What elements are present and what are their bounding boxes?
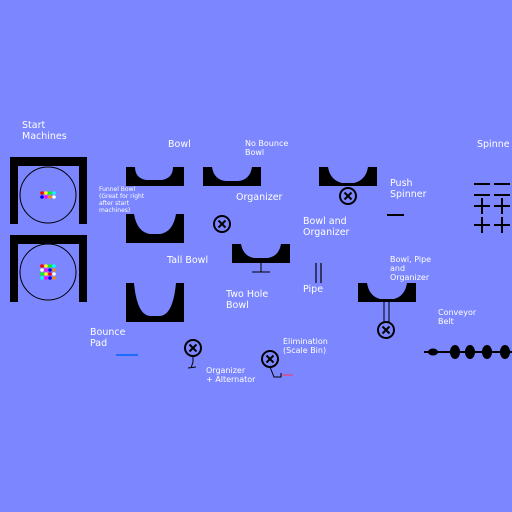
ball [48, 268, 52, 272]
funnel-bowl-part[interactable] [126, 214, 184, 243]
ball [44, 268, 48, 272]
label-bowl-and-organizer: Bowl and Organizer [303, 216, 350, 238]
ball [52, 191, 56, 195]
start-machine-2-balls [40, 264, 56, 280]
ball [40, 268, 44, 272]
label-no-bounce-bowl: No Bounce Bowl [245, 139, 289, 157]
start-machine-1-balls [40, 191, 56, 199]
label-bowl-pipe-organizer: Bowl, Pipe and Organizer [390, 255, 432, 282]
ball [44, 195, 48, 199]
bowl-pipe-organizer-part[interactable] [358, 283, 416, 302]
spinner-parts[interactable] [474, 183, 510, 233]
no-bounce-bowl-part[interactable] [203, 167, 261, 186]
label-start-machines: Start Machines [22, 120, 67, 142]
label-push-spinner: Push Spinner [390, 178, 427, 200]
ball [48, 276, 52, 280]
ball [48, 264, 52, 268]
bowl-part[interactable] [126, 167, 184, 186]
start-machine-2[interactable] [10, 235, 87, 302]
ball [40, 191, 44, 195]
ball [52, 264, 56, 268]
ball [44, 276, 48, 280]
ball [52, 276, 56, 280]
label-two-hole-bowl: Two Hole Bowl [226, 289, 269, 311]
ball [40, 272, 44, 276]
elimination-part[interactable] [261, 350, 293, 378]
conveyor-belt-part[interactable] [424, 345, 512, 359]
ball [44, 272, 48, 276]
start-machine-1[interactable] [10, 157, 87, 224]
ball [48, 195, 52, 199]
label-pipe: Pipe [303, 284, 324, 295]
ball [48, 191, 52, 195]
label-tall-bowl: Tall Bowl [167, 255, 209, 266]
label-elimination: Elimination (Scale Bin) [283, 337, 328, 355]
bowl-and-organizer-organizer [339, 187, 357, 205]
organizer-alternator-part[interactable] [184, 339, 202, 369]
label-bowl: Bowl [168, 139, 191, 150]
ball [44, 264, 48, 268]
bpo-pipe [383, 302, 390, 322]
label-bounce-pad: Bounce Pad [90, 327, 126, 349]
ball [40, 264, 44, 268]
ball [52, 268, 56, 272]
ball [40, 276, 44, 280]
organizer-part[interactable] [213, 215, 231, 233]
bowl-and-organizer-part[interactable] [319, 167, 377, 186]
label-spinner: Spinne [477, 139, 510, 150]
ball [40, 195, 44, 199]
ball [52, 195, 56, 199]
bpo-organizer [377, 321, 395, 339]
two-hole-bowl-part[interactable] [232, 244, 290, 263]
label-funnel-bowl: Funnel Bowl (Great for right after start… [99, 186, 145, 214]
ball [52, 272, 56, 276]
label-organizer: Organizer [236, 192, 283, 203]
two-hole-bowl-stand [252, 258, 270, 273]
pipe-part[interactable] [315, 263, 322, 283]
tall-bowl-part[interactable] [126, 283, 184, 322]
label-conveyor-belt: Conveyor Belt [438, 308, 477, 326]
ball [48, 272, 52, 276]
ball [44, 191, 48, 195]
label-organizer-alternator: Organizer + Alternator [206, 366, 256, 384]
